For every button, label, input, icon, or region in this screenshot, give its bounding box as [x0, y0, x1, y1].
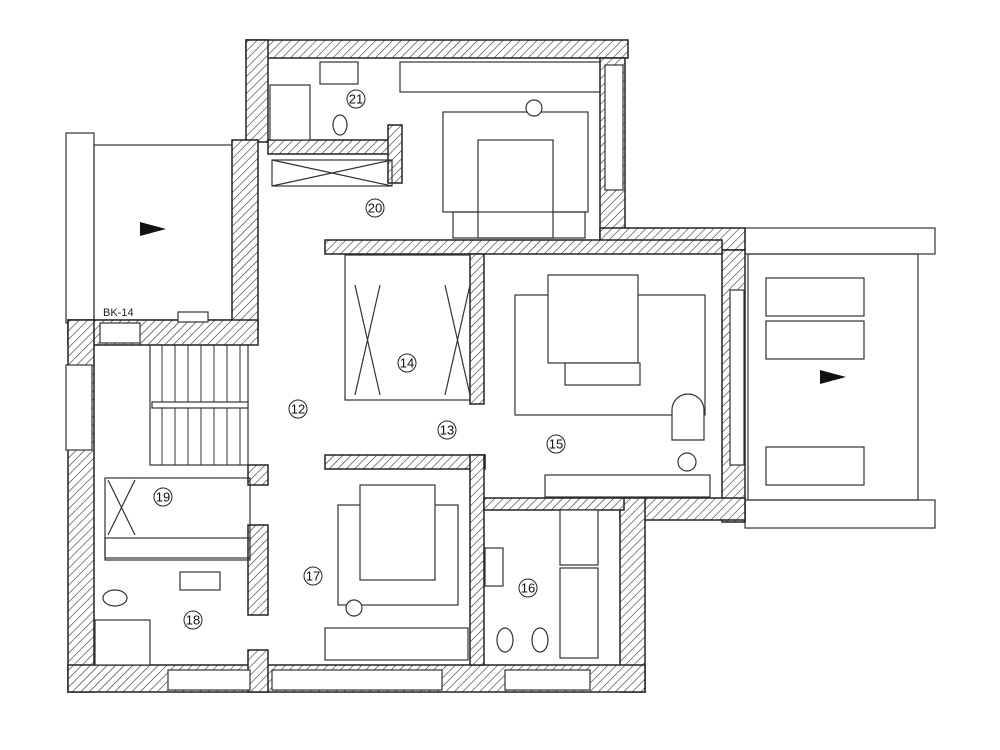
svg-text:12: 12: [291, 402, 305, 417]
svg-text:14: 14: [400, 356, 414, 371]
svg-text:21: 21: [349, 92, 363, 107]
room-16-label: 16: [518, 578, 538, 598]
room-14-label: 14: [397, 353, 417, 373]
room-20-label: 20: [365, 198, 385, 218]
room-13-label: 13: [437, 420, 457, 440]
svg-text:15: 15: [549, 437, 563, 452]
staircase: [149, 344, 249, 466]
window-tag: BK-14: [103, 307, 134, 319]
room-21-label: 21: [346, 89, 366, 109]
arrow-icon: [820, 370, 846, 384]
svg-text:19: 19: [156, 490, 170, 505]
room-15-label: 15: [546, 434, 566, 454]
svg-text:13: 13: [440, 423, 454, 438]
room-labels: 21 20 14 12 13 15 19 17 18 16: [153, 89, 566, 630]
room-12-label: 12: [288, 399, 308, 419]
right-balcony: [744, 227, 936, 529]
room-19-label: 19: [153, 487, 173, 507]
arrow-icon: [140, 222, 166, 236]
svg-text:17: 17: [306, 569, 320, 584]
svg-text:20: 20: [368, 201, 382, 216]
furniture: [94, 61, 711, 666]
room-18-label: 18: [183, 610, 203, 630]
svg-text:18: 18: [186, 613, 200, 628]
left-balcony: [65, 132, 235, 324]
svg-text:16: 16: [521, 581, 535, 596]
room-17-label: 17: [303, 566, 323, 586]
windows: [65, 64, 745, 691]
